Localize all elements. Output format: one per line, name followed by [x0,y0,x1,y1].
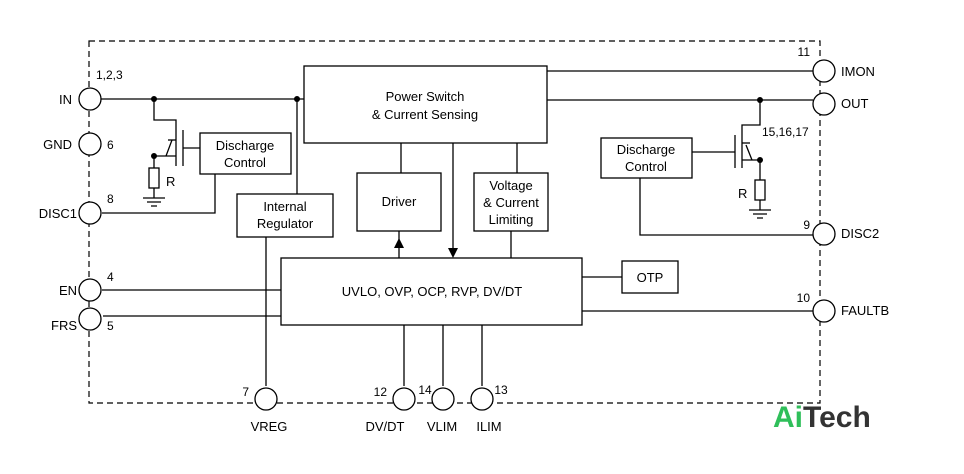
svg-text:6: 6 [107,138,114,152]
svg-text:8: 8 [107,192,114,206]
svg-text:GND: GND [43,137,72,152]
svg-text:DV/DT: DV/DT [366,419,405,434]
main-logic-block: UVLO, OVP, OCP, RVP, DV/DT [280,257,583,326]
svg-text:Discharge: Discharge [617,142,676,157]
sense-arrow [448,248,458,258]
svg-text:12: 12 [374,385,388,399]
pin-faultb: FAULTB 10 [797,291,889,323]
svg-text:DISC2: DISC2 [841,226,879,241]
svg-text:OUT: OUT [841,96,869,111]
svg-text:10: 10 [797,291,811,305]
pin-out: OUT 15,16,17 [762,92,869,139]
svg-text:UVLO, OVP, OCP, RVP, DV/DT: UVLO, OVP, OCP, RVP, DV/DT [342,284,522,299]
svg-text:Control: Control [224,155,266,170]
pin-vlim: VLIM 14 [418,383,457,434]
discharge-control-right-block: Discharge Control [600,137,693,179]
svg-text:VREG: VREG [251,419,288,434]
pin-vreg: VREG 7 [242,385,287,434]
svg-text:Limiting: Limiting [489,212,534,227]
pin-en: EN 4 [59,270,114,302]
svg-text:FAULTB: FAULTB [841,303,889,318]
pin-gnd: GND 6 [43,132,114,156]
svg-text:AiTech: AiTech [773,401,871,434]
pin-imon: IMON 11 [798,45,875,83]
pin-in: IN 1,2,3 [59,68,123,111]
junction-dots [151,96,763,163]
svg-text:1,2,3: 1,2,3 [96,68,123,82]
svg-text:15,16,17: 15,16,17 [762,125,809,139]
svg-text:Regulator: Regulator [257,216,314,231]
power-switch-block: Power Switch & Current Sensing [303,65,548,144]
svg-text:FRS: FRS [51,318,77,333]
svg-text:OTP: OTP [637,270,664,285]
driver-arrow [394,238,404,248]
pin-disc2: DISC2 9 [803,218,879,246]
pin-frs: FRS 5 [51,307,114,333]
svg-text:& Current Sensing: & Current Sensing [372,107,478,122]
svg-text:Power Switch: Power Switch [386,89,465,104]
svg-text:4: 4 [107,270,114,284]
discharge-control-left-block: Discharge Control [199,132,292,175]
svg-text:VLIM: VLIM [427,419,457,434]
pin-disc1: DISC1 8 [39,192,114,225]
internal-regulator-block: Internal Regulator [236,193,334,238]
driver-block: Driver [356,172,442,232]
otp-block: OTP [621,260,679,294]
resistor-label-left: R [166,174,175,189]
watermark-logo: AiTech [773,401,871,434]
svg-text:& Current: & Current [483,195,539,210]
svg-text:DISC1: DISC1 [39,206,77,221]
svg-text:EN: EN [59,283,77,298]
svg-text:5: 5 [107,319,114,333]
svg-text:IN: IN [59,92,72,107]
svg-text:IMON: IMON [841,64,875,79]
svg-text:ILIM: ILIM [476,419,501,434]
svg-text:7: 7 [242,385,249,399]
svg-text:Internal: Internal [263,199,306,214]
svg-text:Discharge: Discharge [216,138,275,153]
svg-text:Voltage: Voltage [489,178,532,193]
voltage-current-limiting-block: Voltage & Current Limiting [473,172,549,232]
resistor-label-right: R [738,186,747,201]
svg-text:13: 13 [494,383,508,397]
svg-text:9: 9 [803,218,810,232]
svg-text:Control: Control [625,159,667,174]
svg-text:11: 11 [798,45,811,59]
pin-dvdt: DV/DT 12 [366,385,416,434]
pin-ilim: ILIM 13 [470,383,508,434]
svg-text:Driver: Driver [382,194,417,209]
svg-text:14: 14 [418,383,432,397]
